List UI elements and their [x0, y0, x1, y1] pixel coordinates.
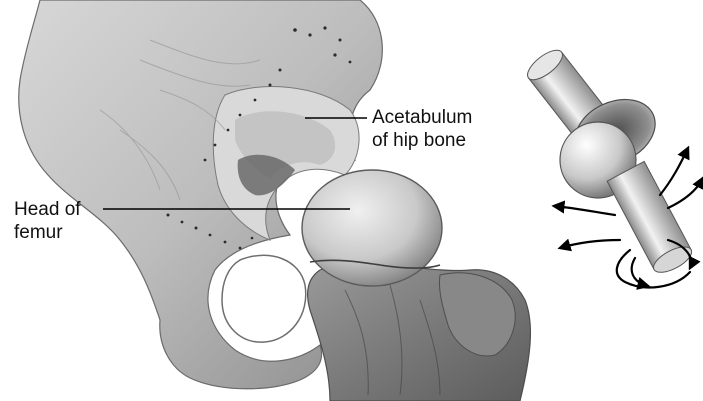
head-of-femur-label-line2: femur: [14, 221, 81, 244]
acetabulum-label-line2: of hip bone: [372, 129, 472, 152]
femur: [308, 263, 531, 401]
head-of-femur-label: Head of femur: [14, 198, 81, 244]
head-of-femur-label-line1: Head of: [14, 198, 81, 221]
acetabulum-label-line1: Acetabulum: [372, 106, 472, 129]
ball-and-socket-joint-icon: [523, 45, 695, 277]
acetabulum-label: Acetabulum of hip bone: [372, 106, 472, 152]
